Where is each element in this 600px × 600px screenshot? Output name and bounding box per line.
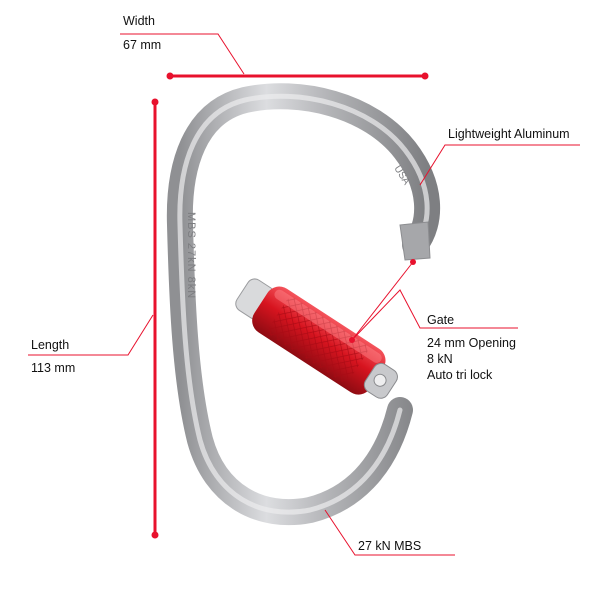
spine-engraving: MBS 27kN 8kN <box>185 212 197 299</box>
material-label: Lightweight Aluminum <box>448 127 570 141</box>
gate-lock-type: Auto tri lock <box>427 368 493 382</box>
length-label: Length <box>31 338 70 352</box>
locking-gate <box>235 278 398 399</box>
width-dimension <box>120 33 429 80</box>
gate-strength: 8 kN <box>427 352 453 366</box>
gate-specs: 24 mm Opening 8 kN Auto tri lock <box>427 335 516 383</box>
material-callout <box>419 144 580 186</box>
length-value: 113 mm <box>31 361 76 375</box>
strength-label: 27 kN MBS <box>358 539 422 553</box>
length-dimension <box>28 98 159 539</box>
gate-label: Gate <box>427 313 455 327</box>
gate-callout <box>349 259 518 343</box>
carabiner-frame: MBS 27kN 8kN USA <box>166 83 441 526</box>
gate-opening: 24 mm Opening <box>427 336 516 350</box>
width-value: 67 mm <box>123 38 162 52</box>
strength-callout <box>324 509 455 556</box>
width-label: Width <box>123 14 155 28</box>
frame-nose <box>399 221 431 261</box>
